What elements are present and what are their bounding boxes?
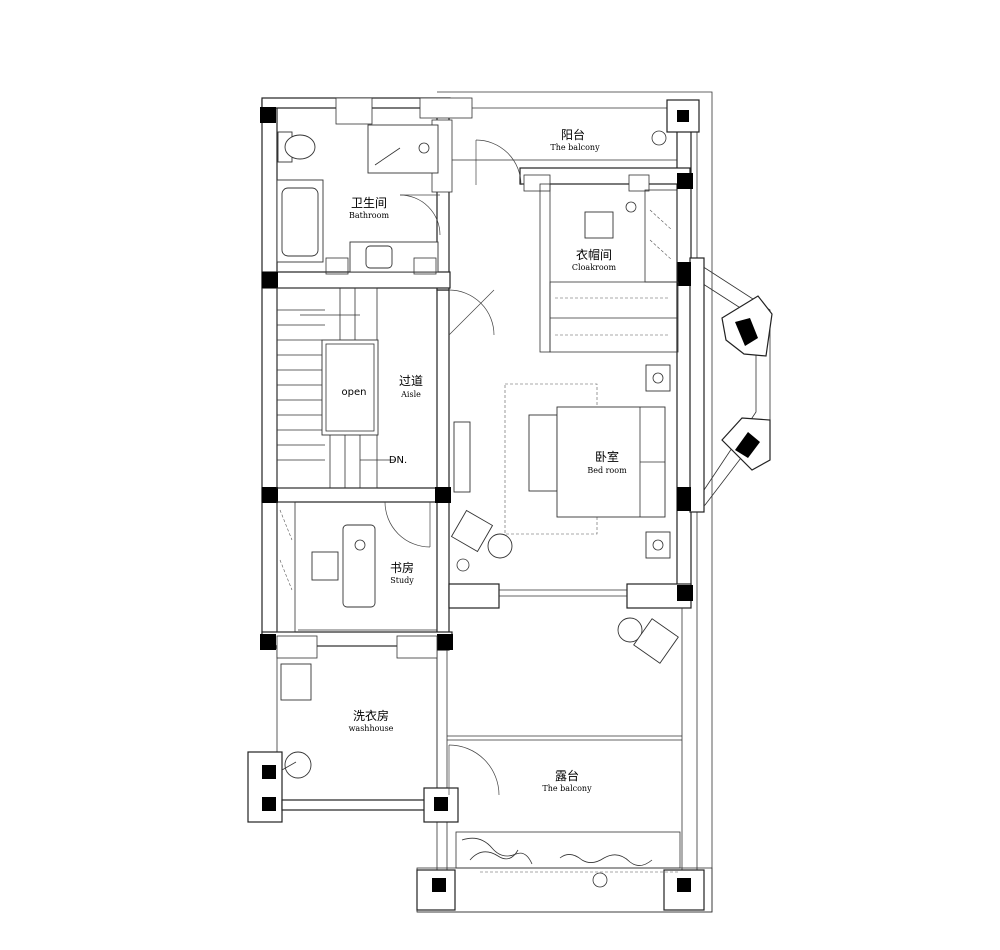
stair-open-label: open: [342, 387, 367, 398]
study-label-zh: 书房: [390, 560, 414, 575]
balcony-top-label-zh: 阳台: [561, 127, 585, 142]
bay-window: [689, 257, 773, 513]
top-balcony-fixtures: [452, 130, 677, 161]
bedroom-furniture: [450, 364, 671, 572]
cloakroom-label-zh: 衣帽间: [576, 247, 612, 262]
cloakroom-label-en: Cloakroom: [572, 263, 617, 272]
staircase: open DN.: [276, 287, 407, 489]
bathroom-fixtures: [276, 124, 439, 275]
aisle-label-zh: 过道: [399, 374, 423, 388]
washhouse-label-en: washhouse: [349, 724, 394, 733]
aisle-label-en: Aisle: [400, 390, 421, 399]
bathroom-label-zh: 卫生间: [351, 196, 387, 210]
study-label-en: Study: [390, 576, 414, 585]
terrace-label-en: The balcony: [542, 784, 592, 793]
bathroom-label-en: Bathroom: [349, 211, 389, 220]
room-labels: 阳台 The balcony 卫生间 Bathroom 衣帽间 Cloakroo…: [349, 127, 627, 793]
terrace-furniture: [455, 617, 681, 888]
study-furniture: [276, 501, 438, 659]
cloakroom-fixtures: [539, 183, 679, 353]
balcony-top-label-en: The balcony: [550, 143, 600, 152]
columns: [260, 99, 705, 911]
stair-down-label: DN.: [389, 455, 407, 466]
bedroom-label-zh: 卧室: [595, 449, 619, 464]
terrace-label-zh: 露台: [555, 768, 579, 783]
bedroom-label-en: Bed room: [587, 466, 627, 475]
washhouse-label-zh: 洗衣房: [353, 708, 389, 723]
washhouse-fixtures: [280, 663, 312, 779]
